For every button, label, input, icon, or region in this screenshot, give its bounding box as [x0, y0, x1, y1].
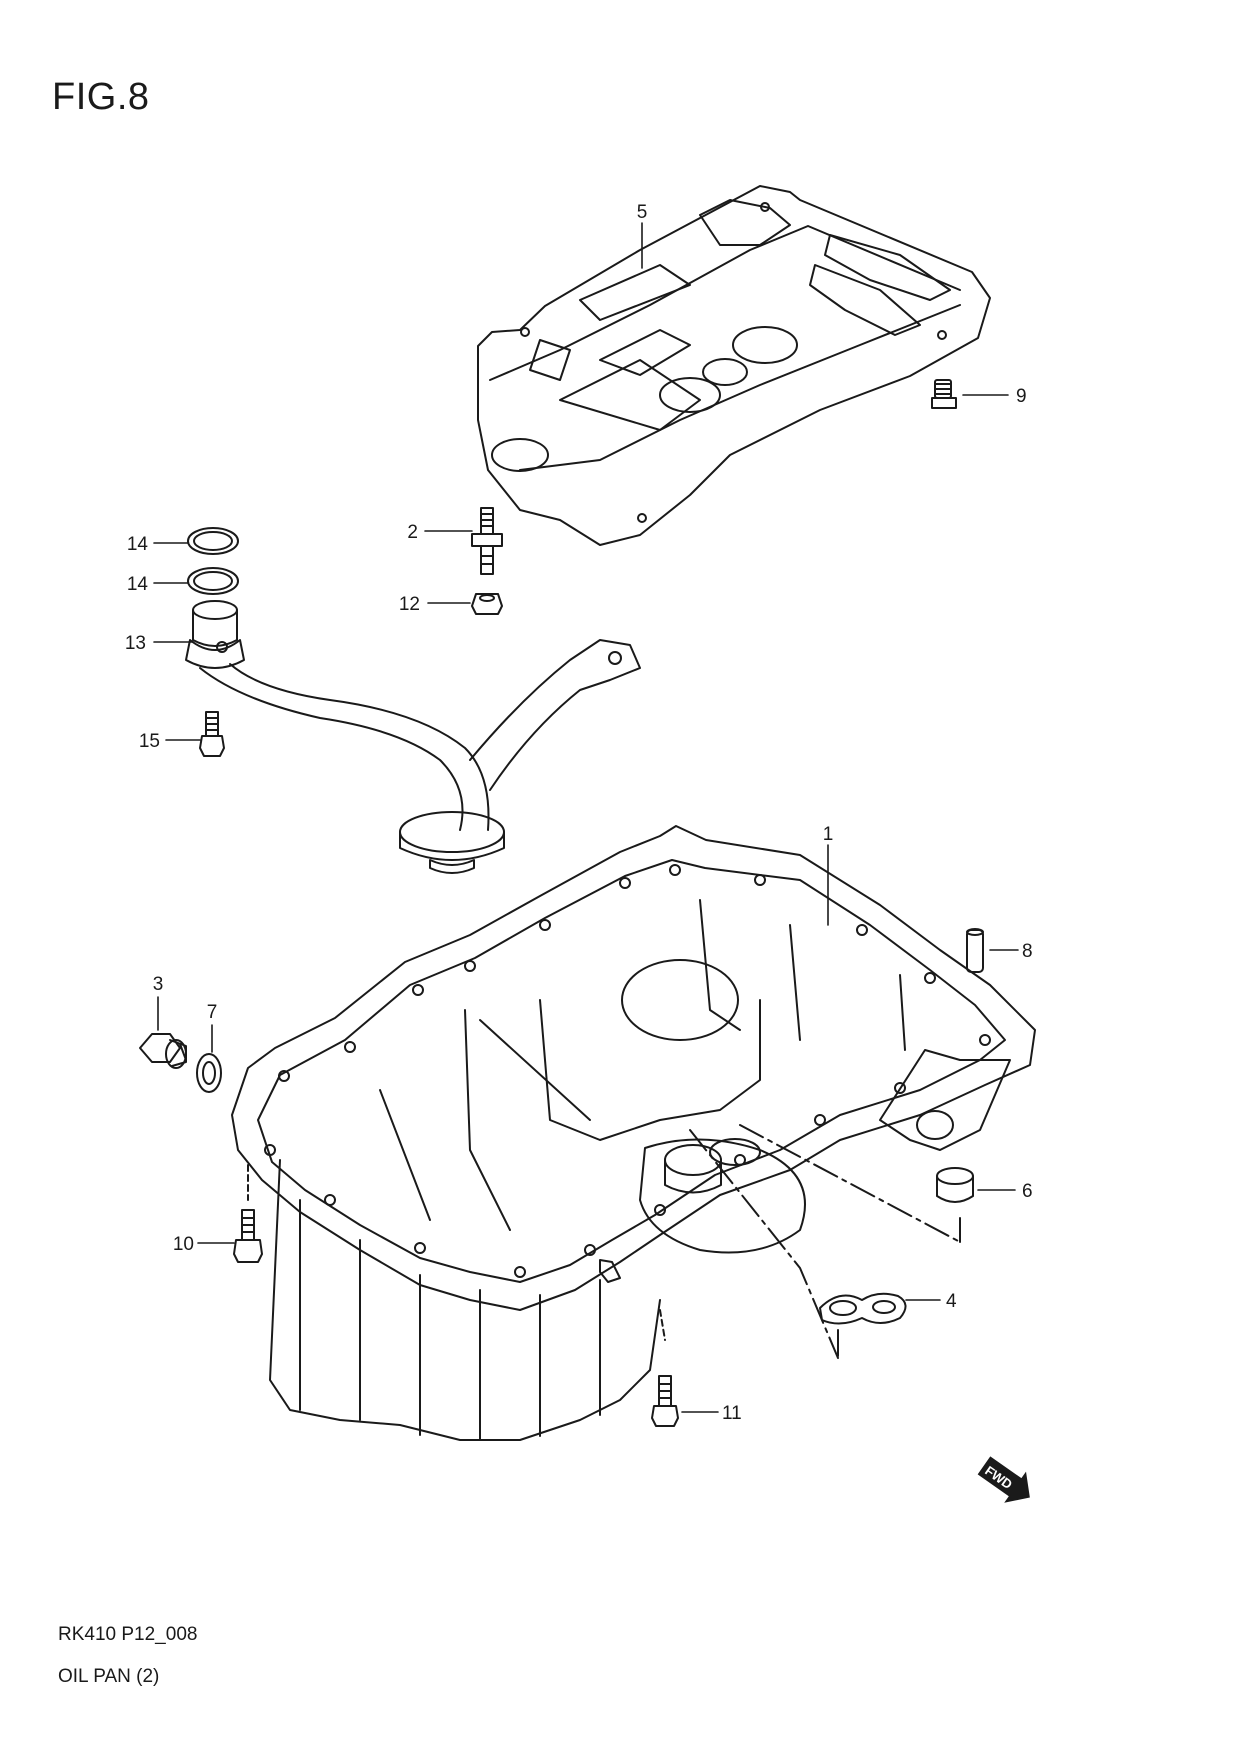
forward-direction-arrow: FWD — [977, 1456, 1030, 1503]
drain-plug-gasket-part-7 — [196, 1053, 222, 1093]
stud-bolt-part-2 — [471, 507, 503, 575]
baffle-plate-part-5 — [477, 185, 991, 546]
callout-11: 11 — [722, 1403, 742, 1424]
o-ring-part-14-lower — [187, 567, 239, 595]
callout-3: 3 — [153, 974, 164, 995]
callout-numbers: 5 9 2 12 14 14 13 15 1 8 3 7 6 4 10 11 — [125, 202, 1033, 1424]
bolt-part-9 — [931, 379, 957, 409]
sleeve-part-6 — [936, 1167, 974, 1203]
callout-2: 2 — [407, 522, 418, 543]
callout-4: 4 — [946, 1291, 957, 1312]
callout-13: 13 — [125, 633, 146, 654]
callout-leader-lines — [153, 222, 1019, 1413]
callout-8: 8 — [1022, 941, 1033, 962]
callout-12: 12 — [399, 594, 420, 615]
callout-7: 7 — [207, 1002, 218, 1023]
model-code: RK410 P12_008 — [58, 1624, 198, 1645]
callout-14-lower: 14 — [127, 574, 149, 595]
drain-plug-part-3 — [139, 1033, 187, 1069]
assembly-guide-lines — [689, 1124, 961, 1359]
part-name: OIL PAN (2) — [58, 1666, 160, 1687]
bolt-part-11 — [651, 1375, 679, 1427]
nut-part-12 — [471, 593, 503, 615]
figure-title: FIG.8 — [52, 76, 150, 118]
callout-1: 1 — [823, 824, 834, 845]
oil-pan-part-1 — [231, 825, 1036, 1441]
bolt-part-10 — [233, 1209, 263, 1263]
callout-14-upper: 14 — [127, 534, 149, 555]
dowel-pin-part-8 — [966, 928, 984, 973]
callout-9: 9 — [1016, 386, 1027, 407]
callout-15: 15 — [139, 731, 160, 752]
callout-10: 10 — [173, 1234, 194, 1255]
o-ring-part-14-upper — [187, 527, 239, 555]
gasket-part-4 — [819, 1292, 907, 1325]
callout-5: 5 — [637, 202, 648, 223]
oil-strainer-part-13 — [185, 600, 641, 874]
bolt-part-15 — [199, 711, 225, 757]
callout-6: 6 — [1022, 1181, 1033, 1202]
